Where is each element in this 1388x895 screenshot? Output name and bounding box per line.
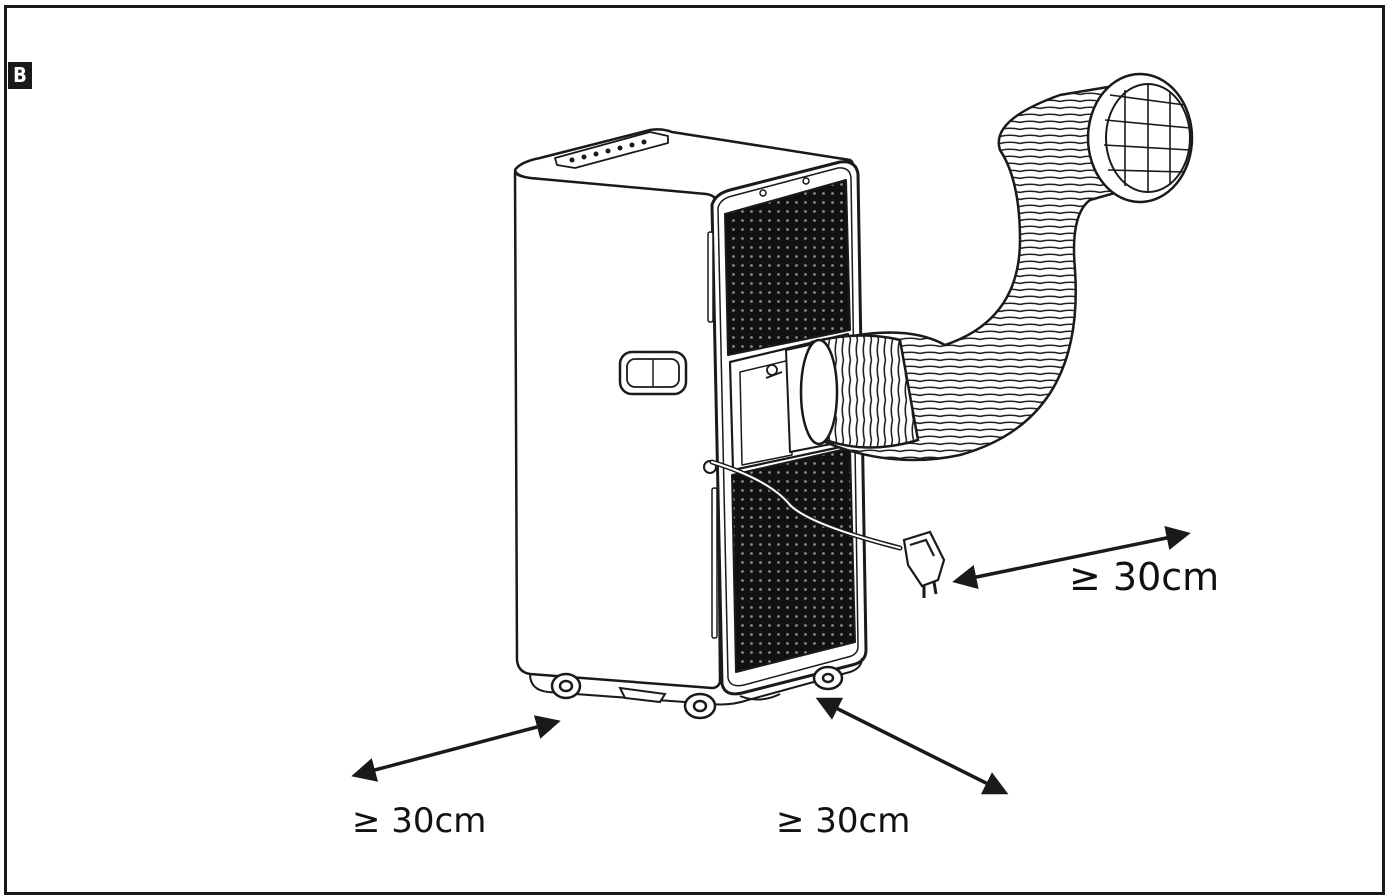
arrow-left <box>351 715 561 782</box>
plug-icon <box>902 530 946 598</box>
arrow-right <box>952 525 1191 590</box>
unit-side-panel <box>513 170 722 690</box>
clearance-label-left: ≥ 30cm <box>352 801 487 841</box>
exhaust-hose <box>799 72 1194 462</box>
clearance-arrows <box>351 525 1191 795</box>
clearance-label-right: ≥ 30cm <box>1069 555 1220 599</box>
wheel-front-left <box>550 672 582 700</box>
caster-wheels <box>550 665 844 720</box>
lower-grille <box>731 447 856 673</box>
wheel-front-right <box>683 692 717 720</box>
section-badge: B <box>8 62 32 89</box>
wheel-back-right <box>812 665 844 691</box>
side-handle-icon <box>618 350 688 396</box>
window-adapter <box>1086 72 1194 204</box>
upper-grille <box>724 179 851 356</box>
clearance-label-center: ≥ 30cm <box>776 801 911 841</box>
arrow-center <box>815 697 1009 795</box>
control-buttons <box>569 139 647 163</box>
power-cord <box>709 459 903 551</box>
